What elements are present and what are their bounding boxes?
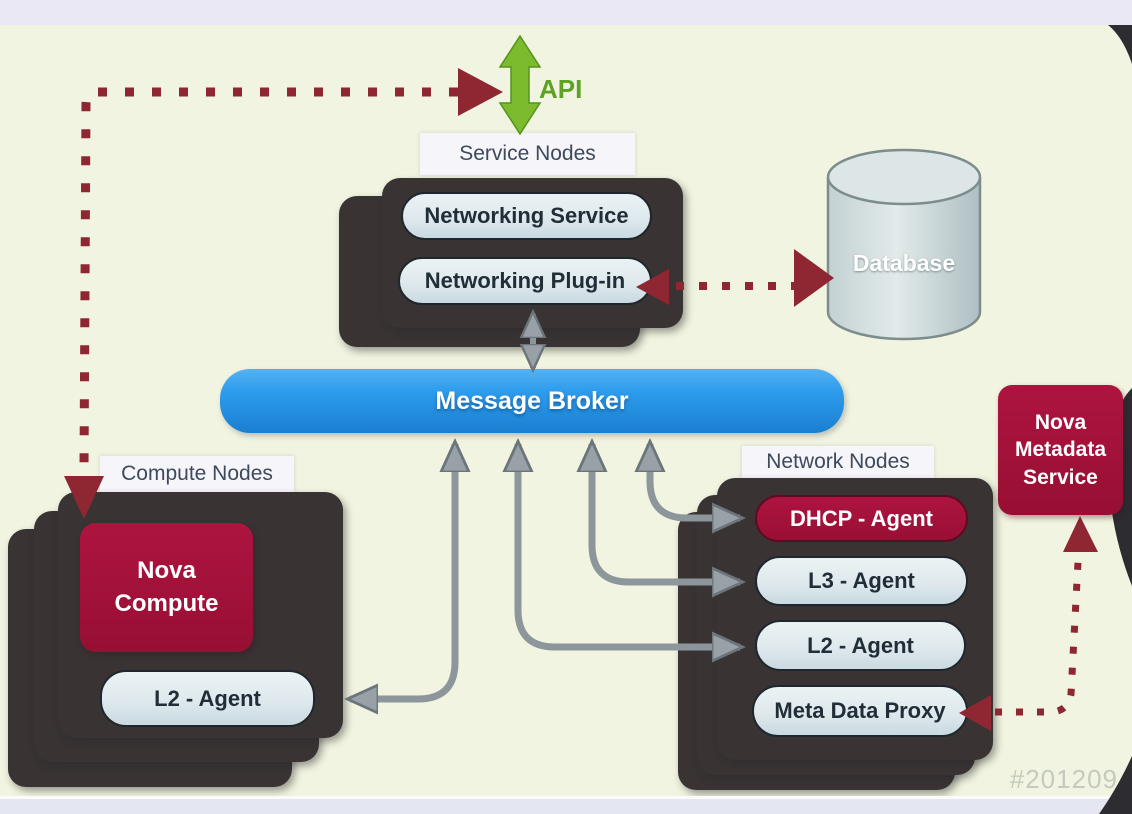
service-nodes-title: Service Nodes [459,142,596,165]
nova-metadata-service-label: Nova Metadata Service [1014,411,1107,489]
service-nodes-label-box: Service Nodes [420,133,635,175]
dhcp-agent-label: DHCP - Agent [790,505,933,531]
dotted-line-metaproxy-metadata [995,561,1082,716]
pill-dhcp-agent: DHCP - Agent [755,495,968,542]
screen-top-bezel [0,0,1132,25]
database-label: Database [852,250,956,276]
message-broker-label: Message Broker [435,386,629,415]
arrow-broker-compute-l2 [350,444,455,699]
watermark: #201209 [1009,764,1118,794]
nova-compute-label: Nova Compute [114,557,219,617]
database-cylinder-icon [826,148,982,341]
api-label: API [539,74,583,104]
pill-networking-service: Networking Service [401,192,652,240]
network-l2-agent-label: L2 - Agent [807,632,914,658]
screen-bottom-bezel [0,796,1132,814]
compute-l2-agent-label: L2 - Agent [154,685,261,711]
networking-service-label: Networking Service [424,203,629,228]
api-double-arrow-icon [498,34,542,136]
slide-corner-shadow [1108,25,1132,64]
network-nodes-title: Network Nodes [766,450,910,473]
pill-meta-data-proxy: Meta Data Proxy [752,685,968,737]
arrowhead-to-database [794,249,834,307]
meta-data-proxy-label: Meta Data Proxy [774,698,946,723]
network-nodes-label-box: Network Nodes [742,446,934,478]
networking-plugin-label: Networking Plug-in [424,268,626,293]
pill-compute-l2-agent: L2 - Agent [100,670,315,727]
arrowhead-to-nova-metadata-service [1063,516,1098,552]
pill-networking-plugin: Networking Plug-in [398,257,652,305]
compute-nodes-title: Compute Nodes [121,462,273,485]
arrowhead-to-api [458,68,503,116]
nova-compute-box: Nova Compute [80,523,253,652]
compute-nodes-label-box: Compute Nodes [100,456,294,492]
l3-agent-label: L3 - Agent [808,568,915,593]
pill-l3-agent: L3 - Agent [755,556,968,606]
message-broker-bar: Message Broker [220,369,844,433]
pill-network-l2-agent: L2 - Agent [755,620,966,671]
nova-metadata-service-box: Nova Metadata Service [998,385,1123,515]
